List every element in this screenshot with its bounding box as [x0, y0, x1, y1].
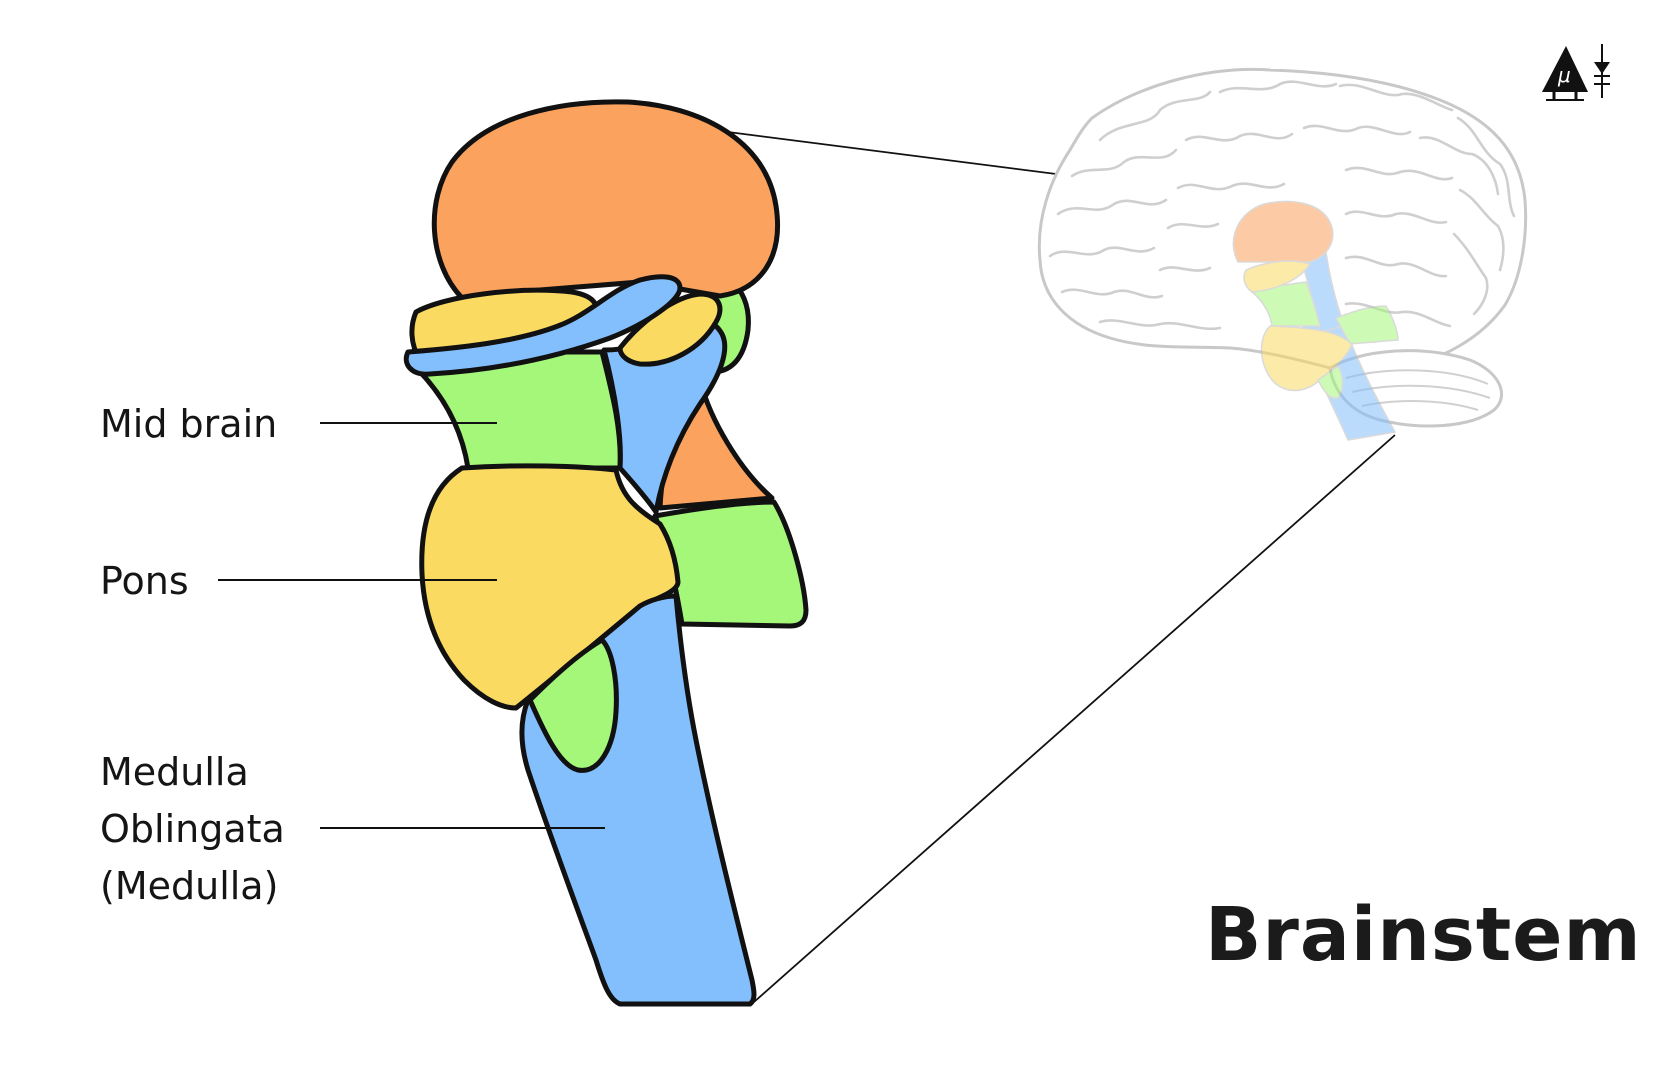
label-midbrain: Mid brain: [100, 402, 278, 446]
logo-triangle: [1542, 46, 1588, 92]
label-pons: Pons: [100, 559, 189, 603]
small-brainstem: [1232, 200, 1399, 441]
zoom-line-bottom: [753, 434, 1396, 1003]
label-medulla-oblongata: Medulla Oblingata (Medulla): [100, 744, 285, 915]
label-leaders: [218, 422, 605, 829]
thalamus-orange-dome: [431, 99, 780, 301]
small-green-olive: [1317, 364, 1344, 400]
brand-logo: μ: [1542, 44, 1610, 101]
blue-loop-band: [403, 274, 683, 377]
small-orange-dome: [1232, 200, 1334, 263]
gyri: [1048, 80, 1516, 331]
diagram-title: Brainstem: [1205, 892, 1642, 978]
logo-diode-triangle: [1594, 62, 1610, 74]
small-green-peduncle: [1334, 305, 1399, 345]
small-brain: [1037, 67, 1528, 441]
medulla-green-olive: [527, 637, 619, 773]
logo-mu-glyph: μ: [1557, 63, 1571, 87]
small-green-midbrain: [1248, 281, 1321, 327]
label-medulla-line3: (Medulla): [100, 864, 279, 908]
small-yellow-cap: [1243, 260, 1312, 293]
label-medulla-line2: Oblingata: [100, 807, 285, 851]
large-brainstem: [403, 99, 809, 1007]
label-medulla-line1: Medulla: [100, 750, 249, 794]
